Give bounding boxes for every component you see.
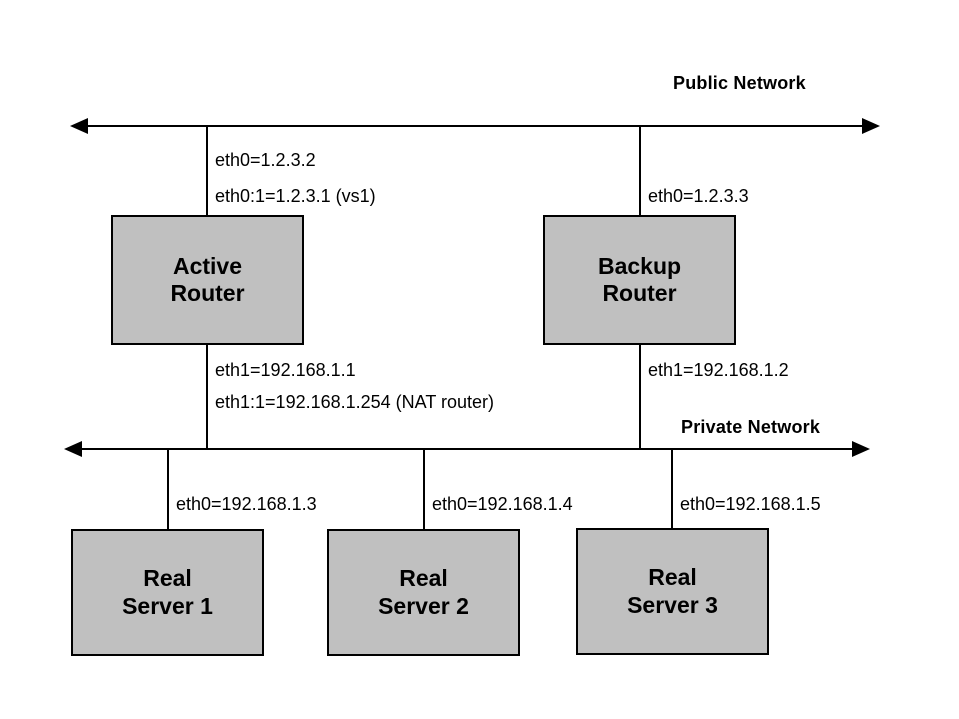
active-router-public-link bbox=[206, 125, 208, 217]
real-server-3-link bbox=[671, 448, 673, 530]
private-network-left-arrowhead bbox=[64, 441, 82, 457]
active-router-private-ip-nat: eth1:1=192.168.1.254 (NAT router) bbox=[215, 392, 495, 412]
real-server-2-label-line1: Real bbox=[399, 565, 448, 592]
node-active-router: Active Router bbox=[111, 215, 304, 345]
real-server-2-label-line2: Server 2 bbox=[378, 592, 469, 619]
real-server-1-link bbox=[167, 448, 169, 530]
real-server-1-label-line2: Server 1 bbox=[122, 592, 213, 619]
public-network-bus-line bbox=[86, 125, 862, 127]
backup-router-public-ip: eth0=1.2.3.3 bbox=[648, 186, 749, 206]
public-network-right-arrowhead bbox=[862, 118, 880, 134]
real-server-3-label-line1: Real bbox=[648, 564, 697, 591]
private-network-bus-line bbox=[80, 448, 852, 450]
real-server-2-link bbox=[423, 448, 425, 530]
active-router-public-ip-primary: eth0=1.2.3.2 bbox=[215, 150, 316, 170]
backup-router-private-ip: eth1=192.168.1.2 bbox=[648, 360, 789, 380]
real-server-3-ip: eth0=192.168.1.5 bbox=[680, 494, 821, 514]
node-real-server-1: Real Server 1 bbox=[71, 529, 264, 656]
public-network-left-arrowhead bbox=[70, 118, 88, 134]
node-backup-router: Backup Router bbox=[543, 215, 736, 345]
backup-router-public-link bbox=[639, 125, 641, 217]
node-real-server-3: Real Server 3 bbox=[576, 528, 769, 655]
real-server-3-label-line2: Server 3 bbox=[627, 591, 718, 618]
real-server-2-ip: eth0=192.168.1.4 bbox=[432, 494, 573, 514]
node-real-server-2: Real Server 2 bbox=[327, 529, 520, 656]
backup-router-label-line1: Backup bbox=[597, 252, 682, 279]
active-router-label-line1: Active bbox=[172, 252, 243, 279]
private-network-right-arrowhead bbox=[852, 441, 870, 457]
backup-router-label-line2: Router bbox=[602, 280, 677, 306]
private-network-label: Private Network bbox=[681, 417, 821, 437]
active-router-public-ip-virtual: eth0:1=1.2.3.1 (vs1) bbox=[215, 186, 376, 206]
real-server-1-ip: eth0=192.168.1.3 bbox=[176, 494, 317, 514]
real-server-1-label-line1: Real bbox=[143, 565, 192, 592]
active-router-private-link bbox=[206, 345, 208, 449]
active-router-label-line2: Router bbox=[170, 280, 245, 306]
backup-router-private-link bbox=[639, 345, 641, 449]
public-network-label: Public Network bbox=[673, 73, 806, 93]
active-router-private-ip-primary: eth1=192.168.1.1 bbox=[215, 360, 356, 380]
